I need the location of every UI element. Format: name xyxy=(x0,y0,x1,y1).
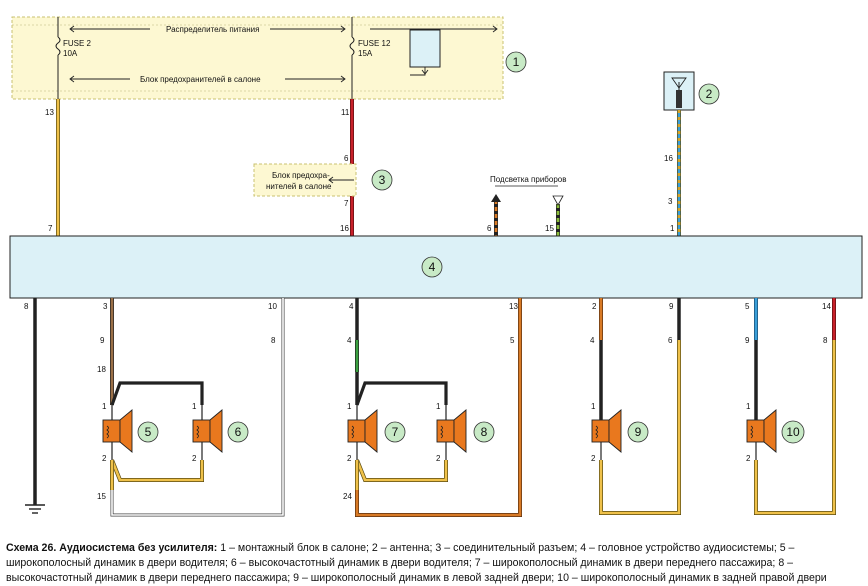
connector-label-1: Блок предохра- xyxy=(272,171,330,180)
pin-6-c: 6 xyxy=(668,336,673,345)
callout-4-number: 4 xyxy=(429,260,436,274)
fuse-2-rating: 10A xyxy=(63,49,78,58)
callout-2-number: 2 xyxy=(706,87,713,101)
pin-11: 11 xyxy=(341,108,350,117)
callout-7-number: 7 xyxy=(392,425,399,439)
power-distributor-label: Распределитель питания xyxy=(166,25,259,34)
backlight-wire-green xyxy=(552,195,564,236)
pin-9-a: 9 xyxy=(100,336,105,345)
wire-b-black-bridge xyxy=(355,381,448,406)
wire-b-yellow xyxy=(355,459,448,490)
pin-4-head: 4 xyxy=(349,302,354,311)
pin-1-speaker-8: 1 xyxy=(436,402,441,411)
fuse-block-label: Блок предохранителей в салоне xyxy=(140,75,261,84)
pin-6-backlight: 6 xyxy=(487,224,492,233)
pin-2-speaker-6: 2 xyxy=(192,454,197,463)
relay-box xyxy=(409,29,441,68)
speaker-7 xyxy=(347,405,378,460)
pin-1-speaker-10: 1 xyxy=(746,402,751,411)
pin-2-speaker-5: 2 xyxy=(102,454,107,463)
distributor-arrows xyxy=(69,25,498,83)
callout-6-number: 6 xyxy=(235,425,242,439)
pin-3-head: 3 xyxy=(103,302,108,311)
backlight-label: Подсветка приборов xyxy=(490,175,566,184)
pin-8-a: 8 xyxy=(271,336,276,345)
fuse-2 xyxy=(55,17,61,99)
wire-d-red-yellow xyxy=(754,298,836,515)
pin-6-connector: 6 xyxy=(344,154,349,163)
callout-9 xyxy=(627,421,649,443)
speaker-10 xyxy=(746,409,777,460)
callout-4 xyxy=(421,256,443,278)
speaker-8 xyxy=(436,405,467,460)
pin-2-head: 2 xyxy=(592,302,597,311)
speaker-5 xyxy=(102,405,133,460)
pin-16-antenna: 16 xyxy=(664,154,673,163)
wire-a-white xyxy=(110,298,285,517)
pin-1-antenna: 1 xyxy=(670,224,675,233)
pin-9-d: 9 xyxy=(745,336,750,345)
callout-10-number: 10 xyxy=(786,425,800,439)
callout-10 xyxy=(781,420,805,444)
pin-1-speaker-5: 1 xyxy=(102,402,107,411)
pin-2-speaker-9: 2 xyxy=(591,454,596,463)
wire-a-black-bridge xyxy=(110,381,204,406)
callout-8 xyxy=(473,421,495,443)
pin-4-c: 4 xyxy=(590,336,595,345)
pin-2-speaker-10: 2 xyxy=(746,454,751,463)
callout-6 xyxy=(227,421,249,443)
pin-16-head: 16 xyxy=(340,224,349,233)
fuse-2-name: FUSE 2 xyxy=(63,39,92,48)
pin-14-head: 14 xyxy=(822,302,831,311)
pin-24-b: 24 xyxy=(343,492,352,501)
wire-c-black-yellow xyxy=(599,298,681,515)
speaker-9 xyxy=(591,409,622,460)
wire-b-orange xyxy=(355,298,522,517)
pin-18-a: 18 xyxy=(97,365,106,374)
callout-1 xyxy=(505,51,527,73)
pin-15-a: 15 xyxy=(97,492,106,501)
fuse-12 xyxy=(349,17,355,99)
pin-10-head: 10 xyxy=(268,302,277,311)
callout-2 xyxy=(698,83,720,105)
speaker-6 xyxy=(192,405,223,460)
pin-9-head: 9 xyxy=(669,302,674,311)
wire-a-yellow xyxy=(110,459,204,490)
pin-5-b: 5 xyxy=(510,336,515,345)
backlight-wire-orange-black xyxy=(491,194,501,236)
callout-1-number: 1 xyxy=(513,55,520,69)
pin-13-top: 13 xyxy=(45,108,54,117)
callout-7 xyxy=(384,421,406,443)
pin-15-backlight: 15 xyxy=(545,224,554,233)
caption-title: Схема 26. Аудиосистема без усилителя: xyxy=(6,542,218,554)
callout-3 xyxy=(371,169,393,191)
pin-8-d: 8 xyxy=(823,336,828,345)
callout-5 xyxy=(137,421,159,443)
pin-2-speaker-7: 2 xyxy=(347,454,352,463)
pin-5-head: 5 xyxy=(745,302,750,311)
pin-4-b: 4 xyxy=(347,336,352,345)
pin-1-speaker-9: 1 xyxy=(591,402,596,411)
pin-2-speaker-8: 2 xyxy=(436,454,441,463)
pin-7-connector: 7 xyxy=(344,199,349,208)
pin-8-head: 8 xyxy=(24,302,29,311)
ground-wire xyxy=(25,298,45,514)
wiring-diagram: Распределитель питания Блок предохраните… xyxy=(9,16,863,517)
caption-text: 1 – монтажный блок в салоне; 2 – антенна… xyxy=(6,542,827,584)
fuse-12-rating: 15A xyxy=(358,49,373,58)
pin-13-head: 13 xyxy=(509,302,518,311)
pin-1-speaker-7: 1 xyxy=(347,402,352,411)
pin-7-top: 7 xyxy=(48,224,53,233)
callout-8-number: 8 xyxy=(481,425,488,439)
pin-3-antenna: 3 xyxy=(668,197,673,206)
callout-5-number: 5 xyxy=(145,425,152,439)
figure-caption: Схема 26. Аудиосистема без усилителя: 1 … xyxy=(6,541,864,586)
pin-1-speaker-6: 1 xyxy=(192,402,197,411)
fuse-12-name: FUSE 12 xyxy=(358,39,391,48)
callout-3-number: 3 xyxy=(379,173,386,187)
callout-9-number: 9 xyxy=(635,425,642,439)
connector-label-2: нителей в салоне xyxy=(266,182,332,191)
